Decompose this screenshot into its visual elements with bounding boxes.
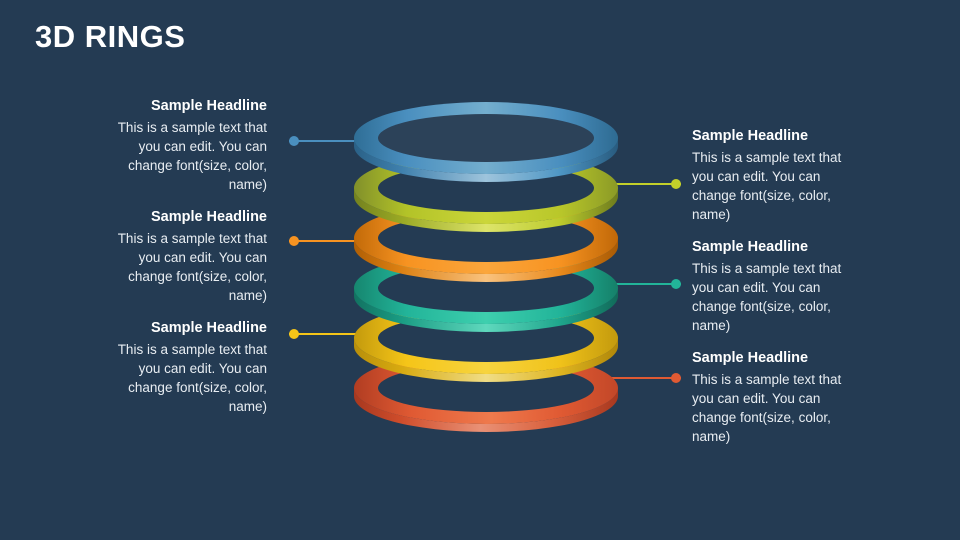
connector-left-3	[289, 329, 367, 339]
connector-dot[interactable]	[289, 236, 299, 246]
connector-dot[interactable]	[671, 373, 681, 383]
connector-dot[interactable]	[671, 279, 681, 289]
callout-right-2[interactable]: Sample Headline This is a sample text th…	[692, 238, 857, 336]
connector-right-2	[608, 279, 681, 289]
callout-headline: Sample Headline	[150, 98, 267, 114]
callout-headline: Sample Headline	[150, 209, 267, 225]
callout-headline: Sample Headline	[150, 320, 267, 336]
callout-left-1[interactable]: Sample Headline This is a sample text th…	[102, 97, 267, 195]
callout-body: This is a sample text that you can edit.…	[117, 341, 267, 415]
connector-line	[289, 333, 367, 335]
connector-left-1	[289, 136, 367, 146]
callout-left-3[interactable]: Sample Headline This is a sample text th…	[102, 319, 267, 417]
callout-body: This is a sample text that you can edit.…	[692, 149, 842, 223]
connector-dot[interactable]	[289, 329, 299, 339]
connector-left-2	[289, 236, 367, 246]
connector-dot[interactable]	[671, 179, 681, 189]
callout-body: This is a sample text that you can edit.…	[117, 230, 267, 304]
connector-right-3	[608, 373, 681, 383]
callout-headline: Sample Headline	[692, 239, 809, 255]
callout-body: This is a sample text that you can edit.…	[117, 119, 267, 193]
connector-line	[289, 240, 367, 242]
rings-diagram	[352, 100, 624, 448]
callout-body: This is a sample text that you can edit.…	[692, 260, 842, 334]
connector-dot[interactable]	[289, 136, 299, 146]
connector-line	[608, 183, 681, 185]
connector-right-1	[608, 179, 681, 189]
connector-line	[289, 140, 367, 142]
callout-headline: Sample Headline	[692, 128, 809, 144]
callout-right-1[interactable]: Sample Headline This is a sample text th…	[692, 127, 857, 225]
connector-line	[608, 283, 681, 285]
callout-left-2[interactable]: Sample Headline This is a sample text th…	[102, 208, 267, 306]
connector-line	[608, 377, 681, 379]
callout-headline: Sample Headline	[692, 350, 809, 366]
callout-body: This is a sample text that you can edit.…	[692, 371, 842, 445]
callout-right-3[interactable]: Sample Headline This is a sample text th…	[692, 349, 857, 447]
ring-blue[interactable]	[352, 100, 620, 192]
page-title: 3D RINGS	[35, 19, 186, 54]
